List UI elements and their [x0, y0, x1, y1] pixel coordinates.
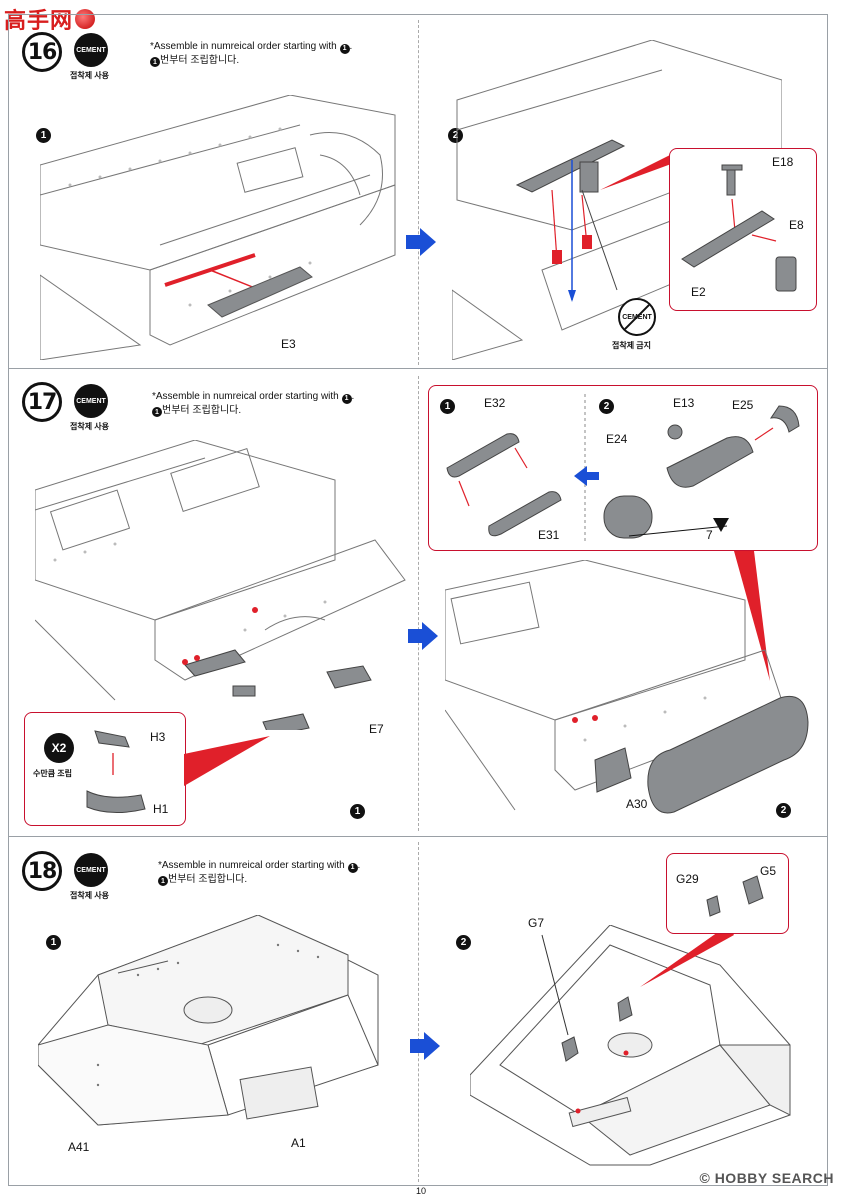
cement-icon: CEMENT — [74, 33, 108, 67]
cement-icon: CEMENT — [74, 384, 108, 418]
cement-label: 접착제 사용 — [70, 422, 110, 431]
sub-step-marker: 2 — [776, 803, 791, 818]
part-label: G5 — [760, 864, 777, 878]
watermark-logo: 高手网 — [4, 4, 96, 34]
next-step-arrow-icon — [410, 1032, 440, 1060]
detail-callout — [666, 853, 789, 934]
x2-badge: X2 — [44, 733, 74, 763]
part-label: H3 — [150, 730, 166, 744]
number-dot-icon: 1 — [347, 862, 358, 873]
cement-icon: CEMENT — [74, 853, 108, 887]
step-number-17: 17 — [22, 382, 62, 422]
hatch-parts-drawing — [706, 875, 764, 917]
number-dot-icon: 1 — [339, 43, 350, 54]
cement-label: 접착제 사용 — [70, 71, 110, 80]
part-label: E24 — [606, 432, 628, 446]
step-divider-1 — [8, 368, 828, 369]
part-label: A41 — [68, 1140, 90, 1154]
step-number-18: 18 — [22, 851, 62, 891]
sub-step-marker: 1 — [36, 128, 51, 143]
sub-step-marker: 1 — [440, 399, 455, 414]
number-dot-icon: 1 — [152, 407, 162, 417]
instruction-en: *Assemble in numreical order starting wi… — [150, 41, 337, 52]
hull-rear-drawing — [445, 560, 809, 814]
part-label: E13 — [673, 396, 695, 410]
part-label: E31 — [538, 528, 560, 542]
step-number-16: 16 — [22, 32, 62, 72]
part-label: E25 — [732, 398, 754, 412]
no-cement-label: 접착제 금지 — [612, 341, 652, 350]
assembly-instruction: *Assemble in numreical order starting wi… — [158, 860, 361, 886]
detail-callout — [669, 148, 817, 311]
hull-rear-drawing — [35, 440, 406, 730]
no-cement-icon: CEMENT — [618, 298, 656, 336]
column-divider-16 — [418, 20, 419, 365]
superstructure-exterior-drawing — [38, 915, 379, 1126]
hull-underside-drawing — [452, 40, 782, 360]
sub-step-marker: 2 — [448, 128, 463, 143]
part-label: E7 — [369, 722, 384, 736]
part-label: 7 — [706, 528, 713, 542]
column-divider-18 — [418, 842, 419, 1182]
assembly-instruction: *Assemble in numreical order starting wi… — [150, 41, 353, 67]
next-step-arrow-icon — [406, 228, 436, 256]
part-label: A30 — [626, 797, 648, 811]
instruction-kr: 번부터 조립합니다. — [160, 54, 240, 66]
number-dot-icon: 1 — [150, 57, 160, 67]
sub-step-marker: 2 — [456, 935, 471, 950]
callout-pointer — [184, 736, 270, 786]
sub-step-marker: 1 — [350, 804, 365, 819]
assembly-instruction: *Assemble in numreical order starting wi… — [152, 391, 355, 417]
part-label: G29 — [676, 872, 699, 886]
detail-callout — [428, 385, 818, 551]
page-frame — [8, 14, 828, 1186]
part-label: E3 — [281, 337, 296, 351]
cement-label: 접착제 사용 — [70, 891, 110, 900]
superstructure-interior-drawing — [470, 925, 791, 1166]
sub-step-marker: 2 — [599, 399, 614, 414]
part-label: E18 — [772, 155, 794, 169]
watermark-text: 高手网 — [4, 9, 74, 34]
number-dot-icon: 1 — [341, 393, 352, 404]
part-label: H1 — [153, 802, 169, 816]
column-divider-17 — [418, 376, 419, 831]
part-pair-drawing — [86, 730, 146, 813]
next-step-arrow-icon — [408, 622, 438, 650]
callout-pointer — [734, 551, 770, 681]
number-dot-icon: 1 — [158, 876, 168, 886]
part-label: A1 — [291, 1136, 306, 1150]
step-divider-2 — [8, 836, 828, 837]
part-label: G7 — [528, 916, 545, 930]
page-number: 10 — [416, 1186, 427, 1196]
sub-step-marker: 1 — [46, 935, 61, 950]
bracket-detail-drawing — [681, 164, 797, 292]
x2-label: 수만큼 조립 — [33, 769, 73, 778]
tank-detail-drawing — [446, 394, 800, 544]
part-label: E32 — [484, 396, 506, 410]
part-label: E8 — [789, 218, 804, 232]
hobbysearch-watermark: © HOBBY SEARCH — [699, 1170, 834, 1186]
hull-underside-drawing — [40, 95, 396, 360]
part-label: E2 — [691, 285, 706, 299]
